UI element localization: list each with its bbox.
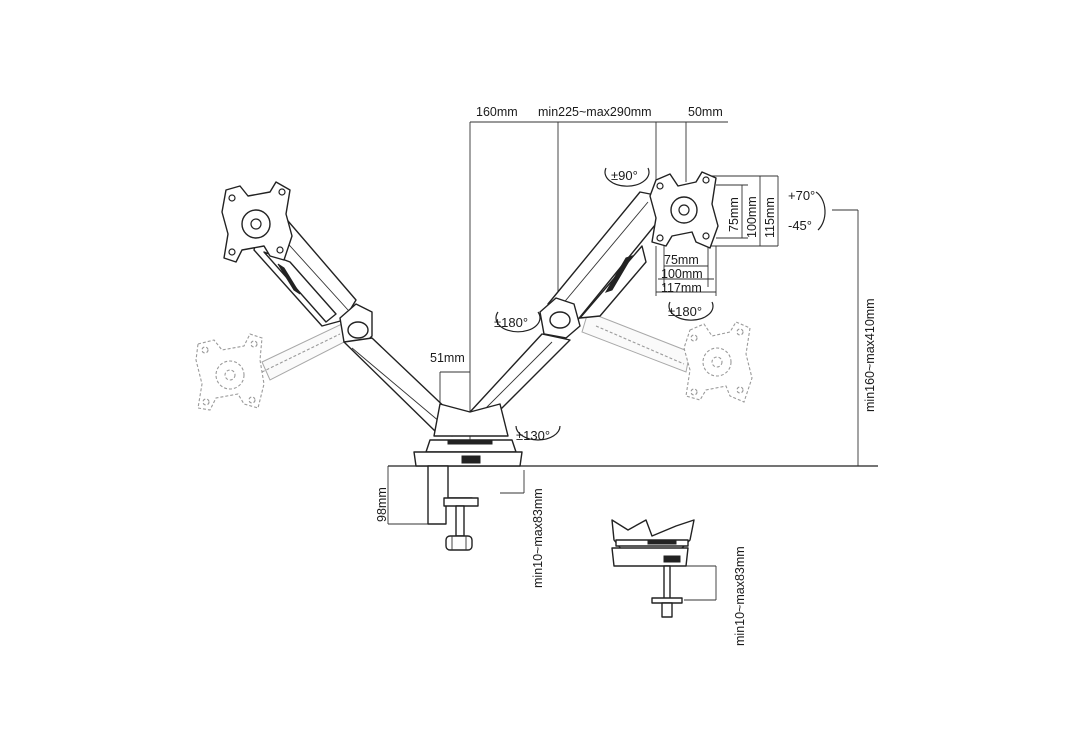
- rotate-label: ±90°: [611, 168, 638, 183]
- rotation-labels: ±90° +70° -45° ±180° ±180° ±130°: [494, 168, 815, 443]
- left-vesa-plate: [221, 181, 293, 263]
- arm-offset-label: 160mm: [476, 105, 518, 119]
- swivel-left-label: ±180°: [494, 315, 528, 330]
- plate-offset-label: 50mm: [688, 105, 723, 119]
- left-arm: [221, 181, 453, 437]
- grommet-range-label: min10~max83mm: [733, 546, 747, 646]
- rotation-indicators: [495, 167, 826, 441]
- dimension-labels: 160mm min225~max290mm 50mm 51mm 75mm 100…: [375, 105, 877, 646]
- pole-width-label: 51mm: [430, 351, 465, 365]
- grommet-mount: [611, 519, 695, 618]
- arm-length-label: min225~max290mm: [538, 105, 652, 119]
- clamp-height-label: 98mm: [375, 487, 389, 522]
- height-range-label: min160~max410mm: [863, 298, 877, 412]
- vesa-v-75-label: 75mm: [727, 197, 741, 232]
- clamp-range-label: min10~max83mm: [531, 488, 545, 588]
- vesa-v-100-label: 100mm: [745, 196, 759, 238]
- swivel-right-label: ±180°: [668, 304, 702, 319]
- right-arm-ghost-position: [581, 311, 753, 403]
- plate-height-label: 115mm: [763, 197, 777, 238]
- tilt-up-label: +70°: [788, 188, 815, 203]
- left-arm-ghost-position: [195, 321, 353, 411]
- right-vesa-plate-ghost: [683, 321, 753, 403]
- plate-width-label: 117mm: [661, 281, 702, 295]
- vesa-h-75-label: 75mm: [664, 253, 699, 267]
- desk-clamp: [427, 465, 479, 551]
- vesa-h-100-label: 100mm: [661, 267, 703, 281]
- center-pole-base: [413, 403, 523, 467]
- right-vesa-plate: [649, 171, 719, 249]
- tilt-down-label: -45°: [788, 218, 812, 233]
- base-swivel-label: ±130°: [516, 428, 550, 443]
- left-vesa-plate-ghost: [195, 333, 265, 411]
- right-arm: [469, 171, 719, 429]
